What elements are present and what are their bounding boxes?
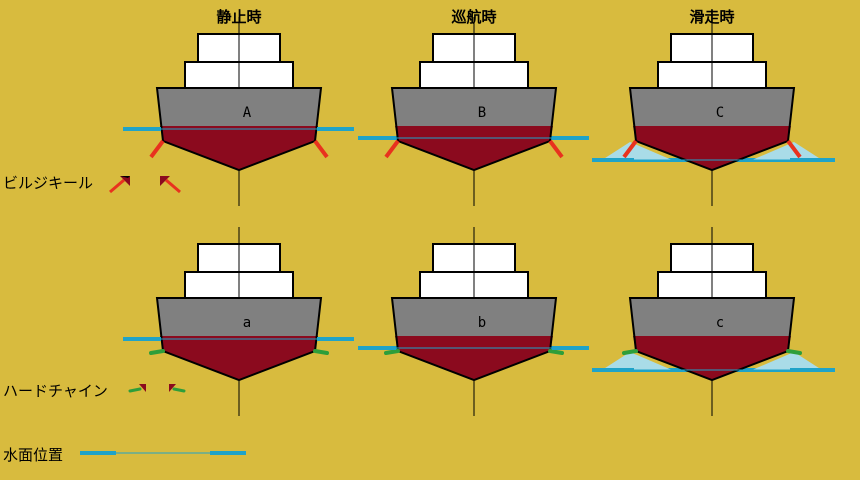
- bilge-keel-right-A: [313, 139, 329, 159]
- hull-bottom-B: [395, 126, 553, 170]
- hard-chine-right-b: [548, 349, 564, 355]
- spray-right-c: [752, 352, 822, 370]
- spray-right-C: [752, 142, 822, 160]
- bilge-keel-left-C: [622, 139, 638, 159]
- legend-bilge-keel-symbol-left: [109, 176, 130, 194]
- boat-A: A: [123, 17, 354, 206]
- boat-label-A: A: [243, 105, 252, 121]
- legend-bilge-keel-hull-right: [160, 176, 170, 186]
- legend-waterline-label: 水面位置: [3, 446, 64, 464]
- legend-hard-chine-label: ハードチャイン: [3, 382, 108, 400]
- legend-hard-chine-symbol-right: [169, 384, 186, 393]
- legend-hard-chine-hull-left: [139, 384, 146, 392]
- boat-label-B: B: [478, 105, 486, 121]
- legend-hard-chine-fin-left: [128, 387, 142, 393]
- legend-hard-chine-fin-right: [172, 387, 186, 393]
- spray-left-C: [602, 142, 672, 160]
- boat-B: B: [358, 17, 589, 206]
- hard-chine-left-b: [384, 349, 400, 355]
- spray-left-c: [602, 352, 672, 370]
- boat-label-C: C: [716, 105, 724, 121]
- hull-bottom-a: [160, 336, 318, 380]
- legend-bilge-keel-label: ビルジキール: [3, 174, 94, 192]
- hull-bottom-A: [160, 126, 318, 170]
- boat-label-c: c: [716, 315, 724, 331]
- hard-chine-left-a: [149, 349, 165, 355]
- bilge-keel-left-A: [149, 139, 165, 159]
- boat-label-b: b: [478, 315, 486, 331]
- boat-b: b: [358, 227, 589, 416]
- legend-bilge-keel-fin-right: [165, 178, 181, 194]
- legend-hard-chine-hull-right: [169, 384, 176, 392]
- hull-bottom-b: [395, 336, 553, 380]
- boat-C: C: [592, 17, 835, 206]
- bilge-keel-right-C: [786, 139, 802, 159]
- legend-hard-chine-symbol-left: [128, 384, 146, 393]
- bilge-keel-left-B: [384, 139, 400, 159]
- legend-bilge-keel-fin-left: [109, 178, 125, 194]
- hard-chine-left-c: [622, 349, 638, 355]
- bilge-keel-right-B: [548, 139, 564, 159]
- hard-chine-right-a: [313, 349, 329, 355]
- legend-bilge-keel-symbol-right: [160, 176, 181, 194]
- boat-label-a: a: [243, 315, 251, 331]
- legend-bilge-keel-hull-left: [120, 176, 130, 186]
- boat-a: a: [123, 227, 354, 416]
- hard-chine-right-c: [786, 349, 802, 355]
- hull-bottom-c: [633, 336, 791, 380]
- legend-bilge-keel-edge-left: [120, 176, 130, 178]
- boat-c: c: [592, 227, 835, 416]
- hull-bottom-C: [633, 126, 791, 170]
